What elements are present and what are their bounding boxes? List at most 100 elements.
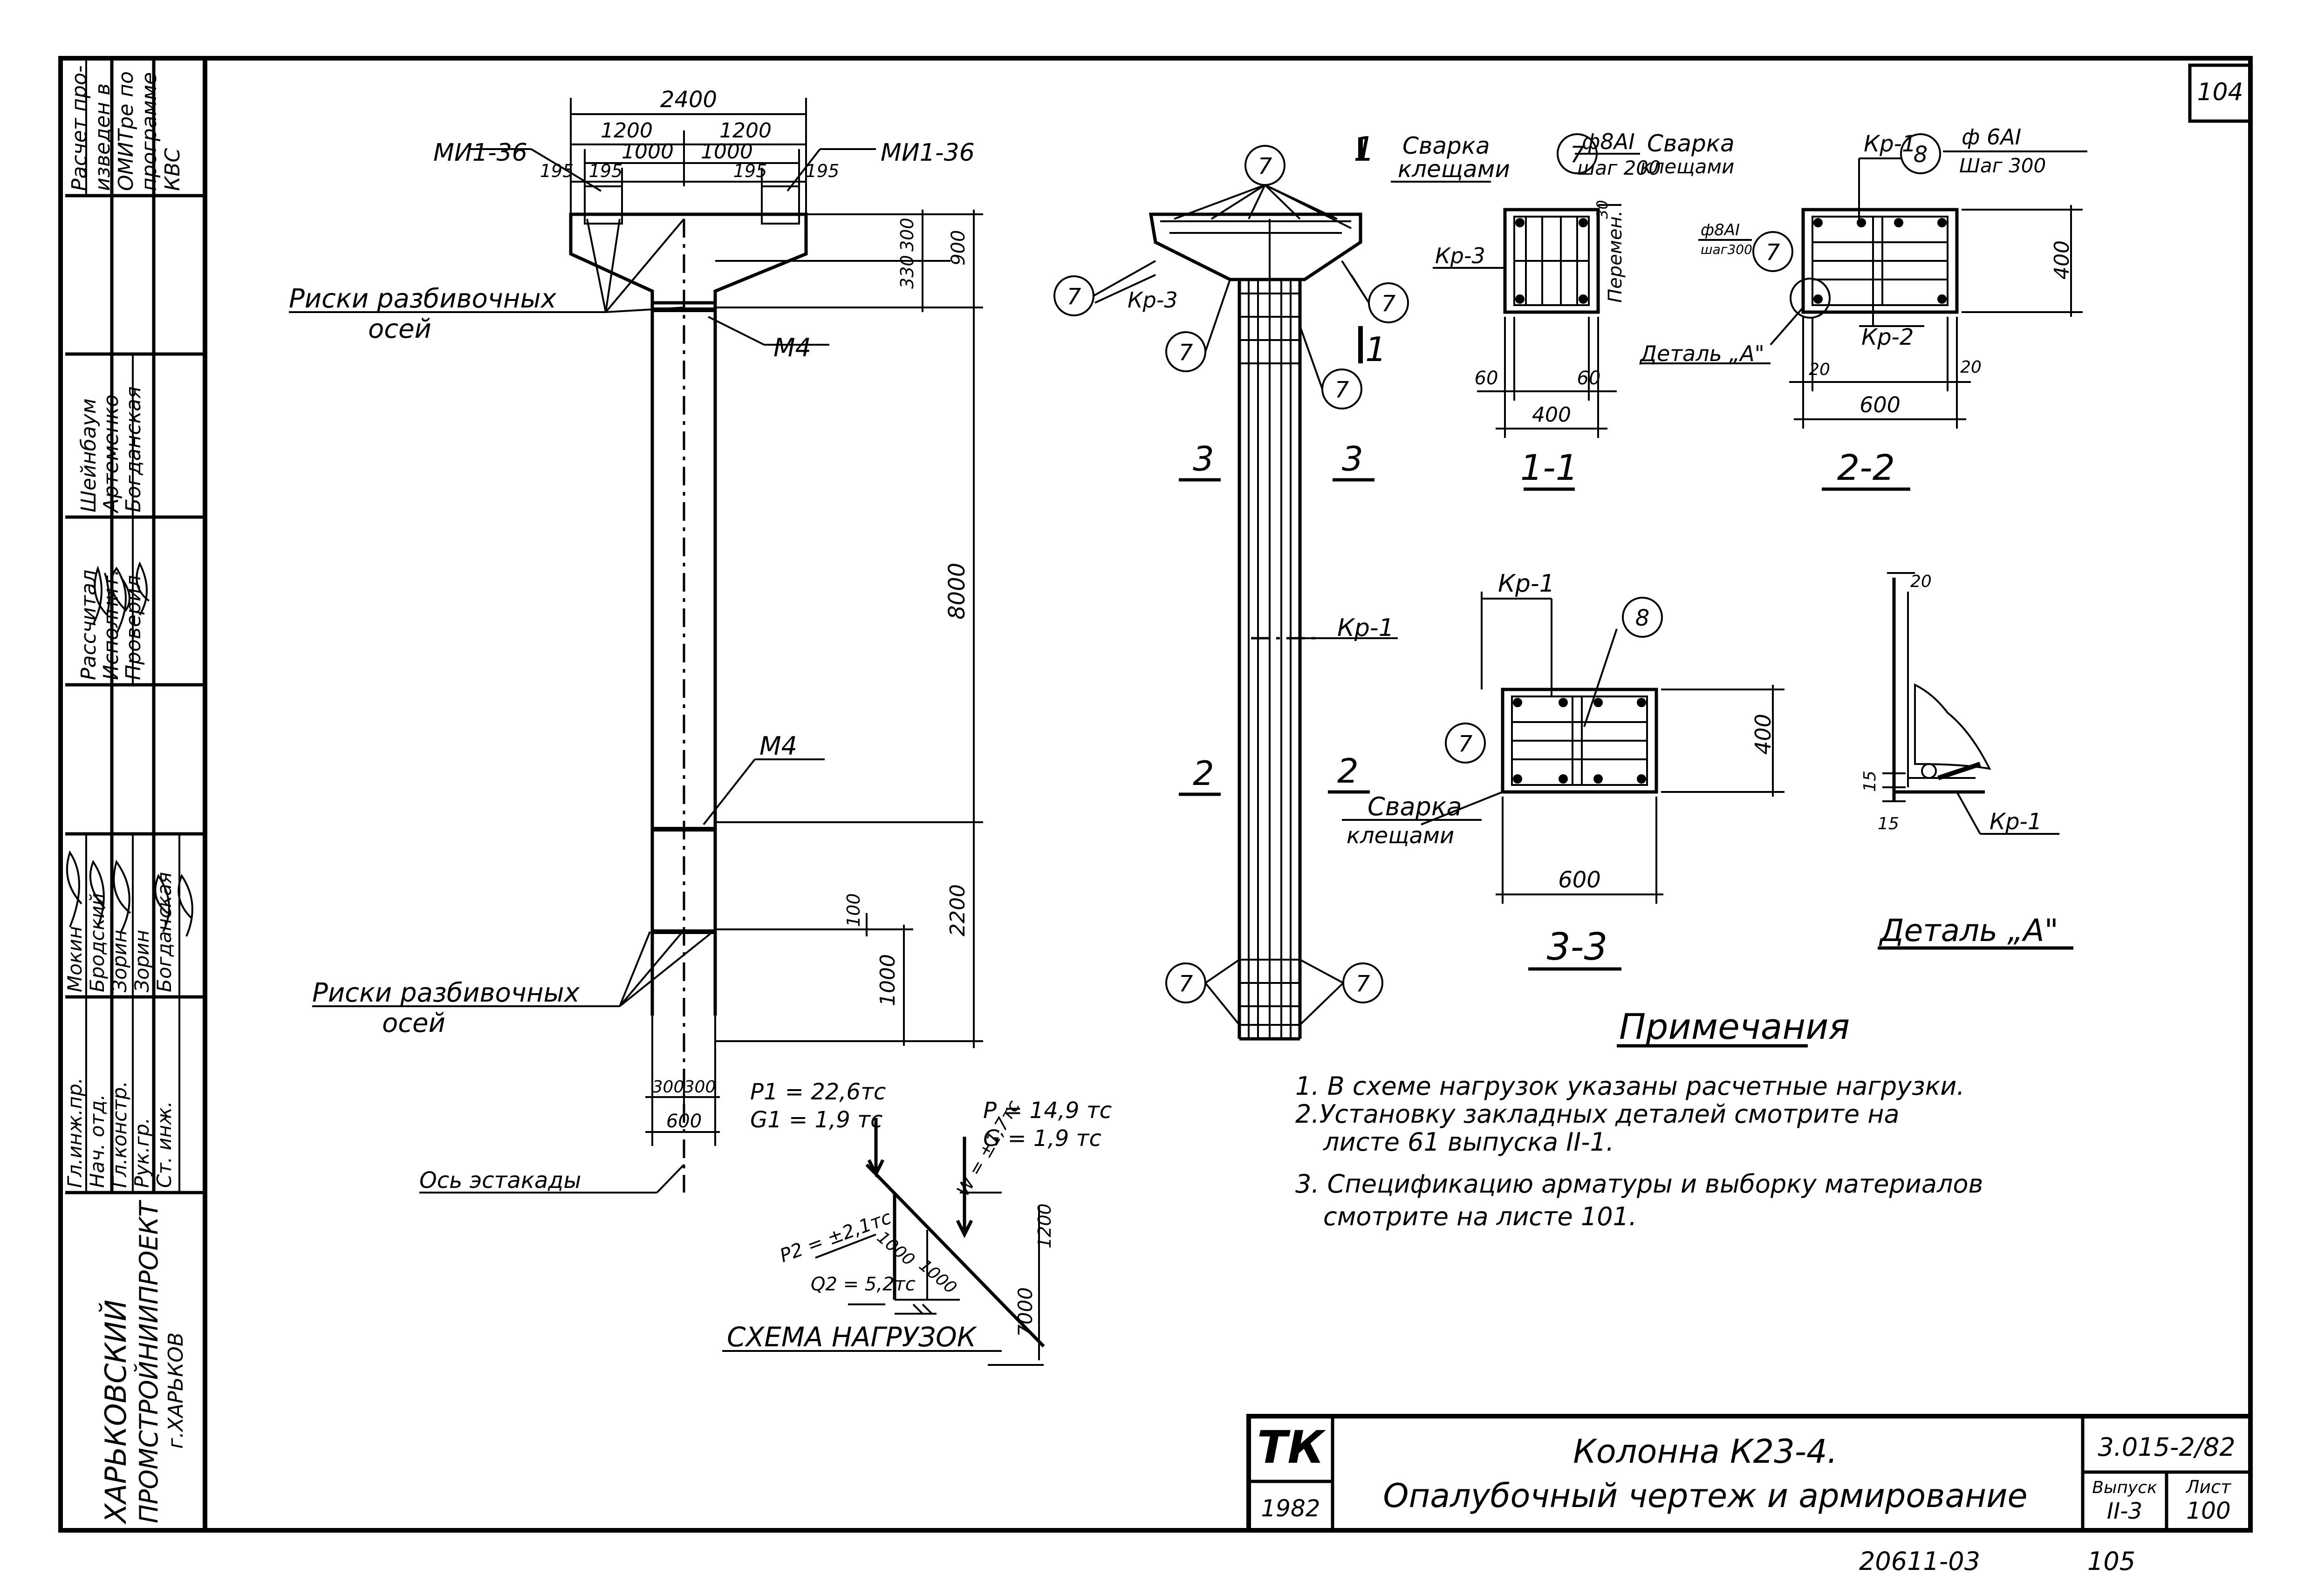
- issue-label: Выпуск: [2092, 1478, 2157, 1497]
- role-label: Нач. отд.: [86, 1094, 109, 1188]
- title-line: Опалубочный чертеж и армирование: [1383, 1477, 2027, 1515]
- person-name: Артеменко: [99, 395, 123, 514]
- section-title: 1-1: [1520, 447, 1578, 488]
- title-year: 1982: [1261, 1495, 1320, 1522]
- footer-number: 105: [2087, 1547, 2135, 1576]
- title-block: [1246, 1414, 2253, 1533]
- cage-mark: Кр-2: [1861, 324, 1914, 350]
- variable-note: Перемен.: [1605, 211, 1626, 303]
- dim-label: 400: [1532, 403, 1571, 427]
- person-name: Зорин: [108, 930, 131, 992]
- role-label: Ст. инж.: [153, 1101, 176, 1188]
- position-mark: 7: [1335, 377, 1349, 403]
- person-name: Богданская: [122, 386, 145, 512]
- dim-label: 195: [589, 161, 623, 181]
- section-2-2: [1770, 157, 2083, 491]
- inventory-number: 20611-03: [1859, 1547, 1980, 1576]
- embed-mark: МИ1-36: [433, 139, 527, 167]
- signatures: [66, 561, 193, 937]
- embed-mark-m4: М4: [773, 333, 811, 362]
- dim-label: 1200: [601, 119, 653, 143]
- dim-label: 300: [684, 1078, 716, 1097]
- cage-mark: Кр-3: [1128, 287, 1178, 313]
- note-line: смотрите на листе 101.: [1323, 1202, 1637, 1231]
- detail-title: Деталь „А": [1879, 913, 2058, 948]
- dim-label: 1000: [701, 140, 753, 164]
- sheet-label: Лист: [2185, 1477, 2232, 1497]
- section-mark: 2: [1193, 754, 1214, 793]
- load-label: P2 = ±2,1тс: [777, 1207, 895, 1267]
- stamp-note-line: программе: [137, 72, 161, 191]
- rebar-spec: ф 6АI: [1962, 124, 2021, 150]
- role-label: Рук.гр.: [130, 1118, 153, 1188]
- position-mark-circle: [1752, 231, 1793, 272]
- section-title: 2-2: [1837, 447, 1895, 488]
- position-mark-circle: [1445, 723, 1486, 764]
- position-mark: 7: [1258, 153, 1272, 179]
- welding-note: клещами: [1640, 155, 1734, 178]
- position-mark: 7: [1458, 731, 1473, 757]
- left-stamp: [65, 58, 205, 1194]
- load-label: Q2 = 5,2тс: [811, 1274, 916, 1295]
- dim-label: 1000: [876, 954, 900, 1006]
- detail-ref: Деталь „А": [1639, 341, 1764, 366]
- welding-note: Сварка: [1402, 132, 1490, 159]
- page-number: 104: [2197, 78, 2243, 106]
- rebar-spec: ф8АI: [1582, 129, 1635, 154]
- dim-label: 1000: [622, 140, 674, 164]
- formwork-view: [289, 98, 983, 1194]
- sheet-frame: [58, 56, 2253, 1533]
- person-name: Зорин: [130, 930, 153, 992]
- section-mark: 3: [1193, 439, 1214, 478]
- dim-label: 30: [1593, 200, 1611, 219]
- dim-label: 1000: [915, 1255, 960, 1297]
- notes-title: Примечания: [1619, 1006, 1850, 1047]
- note-line: 2.Установку закладных деталей смотрите н…: [1295, 1099, 1900, 1129]
- cage-mark: Кр-3: [1435, 243, 1485, 268]
- section-3-3: [1342, 592, 1785, 971]
- position-mark: 7: [1067, 284, 1081, 310]
- dim-label: 400: [1750, 714, 1776, 755]
- dim-label: 600: [1558, 867, 1601, 893]
- stamp-note: Расчет про- изведен в ОМИТре по программ…: [68, 65, 185, 191]
- org-name: ПРОМСТРОЙНИИПРОЕКТ: [134, 1200, 164, 1523]
- axis-marks-label: Риски разбивочных: [312, 978, 580, 1008]
- dim-label: 60: [1475, 368, 1498, 389]
- load-label: G = 1,9 тс: [983, 1125, 1101, 1152]
- note-line: 3. Спецификацию арматуры и выборку матер…: [1295, 1169, 1983, 1199]
- dim-label: 20: [1960, 358, 1982, 377]
- dim-label: 600: [1860, 392, 1901, 417]
- check-names: Шейнбаум Артеменко Богданская: [77, 386, 145, 514]
- position-mark: 7: [1356, 971, 1370, 997]
- dim-label: 60: [1577, 368, 1601, 389]
- dim-label: 1200: [719, 119, 772, 143]
- dim-label: 20: [1910, 572, 1932, 591]
- dim-label: 195: [733, 161, 767, 181]
- cage-mark: Кр-1: [1864, 131, 1916, 157]
- section-1-1: [1433, 204, 1621, 491]
- note-line: листе 61 выпуска II-1.: [1323, 1127, 1614, 1157]
- rebar-step: шаг300: [1701, 242, 1752, 257]
- embed-mark-m4: М4: [759, 731, 797, 761]
- dim-label: 195: [540, 161, 574, 181]
- load-label: P1 = 22,6тс: [750, 1079, 886, 1105]
- welding-note: Сварка: [1647, 130, 1735, 157]
- embed-mark: МИ1-36: [881, 139, 975, 167]
- role-label: Гл.констр.: [108, 1081, 131, 1188]
- welding-note: клещами: [1398, 156, 1510, 183]
- position-mark: 8: [1635, 605, 1650, 631]
- role-label: Рассчитал: [77, 570, 101, 680]
- position-mark: 8: [1914, 142, 1928, 168]
- stamp-note-line: ОМИТре по: [114, 71, 138, 191]
- axis-marks-label: Риски разбивочных: [289, 284, 557, 314]
- trestle-axis-label: Ось эстакады: [419, 1167, 581, 1194]
- note-line: 1. В схеме нагрузок указаны расчетные на…: [1295, 1071, 1965, 1101]
- section-mark: 3: [1342, 439, 1363, 478]
- position-marks: [1053, 133, 1941, 1026]
- title-line: Колонна К23-4.: [1573, 1432, 1838, 1471]
- section-mark: 2: [1337, 751, 1359, 791]
- stamp-note-line: изведен в: [91, 83, 115, 191]
- load-label: P = 14,9 тс: [983, 1098, 1112, 1124]
- rebar-step: шаг 200: [1577, 157, 1661, 179]
